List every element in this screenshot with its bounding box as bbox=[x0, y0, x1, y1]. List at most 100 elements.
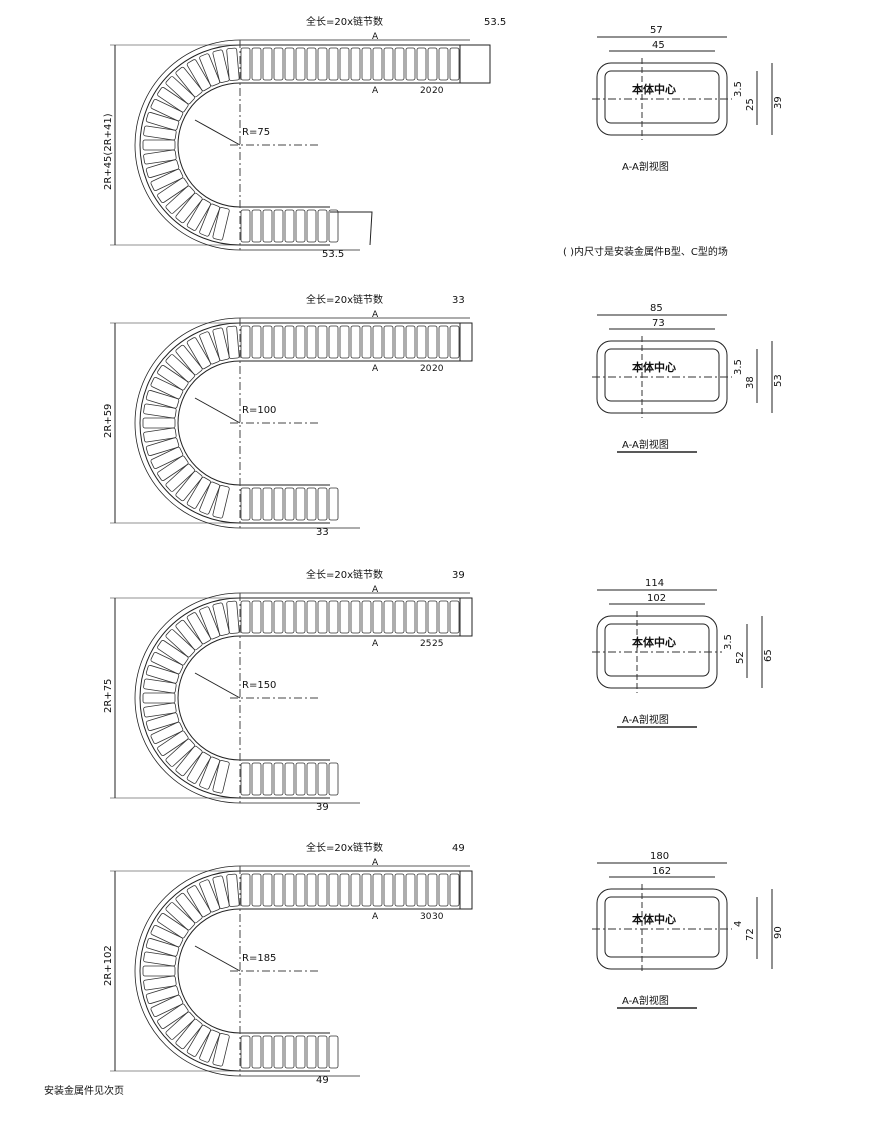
radius-label: R=75 bbox=[242, 127, 270, 138]
chain-link bbox=[262, 762, 273, 796]
chain-link bbox=[372, 600, 383, 634]
radius-label: R=100 bbox=[242, 405, 276, 416]
chain-link bbox=[199, 203, 221, 237]
chain-link bbox=[251, 873, 262, 907]
chain-link bbox=[383, 325, 394, 359]
end-dimension-top: 39 bbox=[452, 570, 465, 581]
chain-link bbox=[295, 209, 306, 243]
chain-link bbox=[150, 994, 184, 1018]
chain-link bbox=[165, 463, 196, 492]
chain-link bbox=[175, 192, 203, 224]
chain-link bbox=[251, 600, 262, 634]
chain-link bbox=[212, 49, 230, 83]
section-offset: 3.5 bbox=[723, 634, 734, 650]
pitch-label: 20 bbox=[432, 86, 444, 96]
chain-link bbox=[317, 873, 328, 907]
chain-link bbox=[175, 344, 203, 376]
chain-link bbox=[449, 873, 460, 907]
section-outer-width: 114 bbox=[645, 578, 664, 589]
section-outer-height: 39 bbox=[773, 96, 784, 109]
chain-link bbox=[143, 702, 177, 718]
chain-link bbox=[175, 1018, 203, 1050]
chain-link bbox=[186, 198, 211, 231]
chain-link bbox=[240, 600, 251, 634]
chain-link bbox=[143, 149, 177, 165]
chain-link bbox=[449, 600, 460, 634]
chain-link bbox=[295, 487, 306, 521]
end-dimension-bottom: 53.5 bbox=[322, 249, 344, 260]
chain-link bbox=[251, 325, 262, 359]
chain-link bbox=[339, 325, 350, 359]
chain-link bbox=[405, 873, 416, 907]
chain-link bbox=[143, 951, 177, 967]
chain-link bbox=[262, 487, 273, 521]
chain-link bbox=[427, 325, 438, 359]
chain-link bbox=[383, 873, 394, 907]
section-center-label: 本体中心 bbox=[632, 360, 676, 374]
chain-link bbox=[361, 873, 372, 907]
chain-link bbox=[273, 487, 284, 521]
pitch-label: 30 bbox=[420, 912, 432, 922]
chain-link bbox=[328, 600, 339, 634]
footer-note: 安装金属件见次页 bbox=[44, 1086, 124, 1097]
chain-link bbox=[143, 975, 177, 991]
section-outer-width: 180 bbox=[650, 851, 669, 862]
chain-band bbox=[139, 597, 460, 799]
section-center-label: 本体中心 bbox=[632, 635, 676, 649]
section-caption: A-A剖视图 bbox=[622, 160, 669, 173]
chain-link bbox=[142, 417, 176, 429]
total-length-label: 全长=20x链节数 bbox=[306, 15, 383, 28]
chain-link bbox=[416, 873, 427, 907]
chain-band bbox=[139, 870, 460, 1072]
chain-link bbox=[186, 612, 211, 645]
chain-link bbox=[157, 639, 189, 666]
chain-link bbox=[328, 487, 339, 521]
chain-link bbox=[165, 185, 196, 214]
chain-link bbox=[295, 47, 306, 81]
chain-link bbox=[416, 600, 427, 634]
chain-link bbox=[262, 600, 273, 634]
chain-link bbox=[405, 600, 416, 634]
pitch-label: 25 bbox=[420, 639, 431, 649]
chain-link bbox=[251, 762, 262, 796]
end-bracket-top bbox=[459, 597, 473, 637]
chain-outline bbox=[134, 39, 470, 251]
section-inner-profile bbox=[604, 896, 720, 958]
section-outer-height: 90 bbox=[773, 926, 784, 939]
chain-link bbox=[150, 651, 184, 675]
chain-link bbox=[150, 376, 184, 400]
section-inner-profile bbox=[604, 70, 720, 124]
chain-link bbox=[339, 873, 350, 907]
chain-link bbox=[251, 209, 262, 243]
chain-link bbox=[226, 325, 240, 359]
section-mark-a-top: A bbox=[372, 32, 379, 42]
chain-link bbox=[449, 325, 460, 359]
chain-link bbox=[186, 476, 211, 509]
section-center-label: 本体中心 bbox=[632, 912, 676, 926]
chain-outline bbox=[134, 865, 470, 1077]
chain-link bbox=[199, 331, 221, 365]
chain-band bbox=[139, 44, 460, 246]
chain-link bbox=[295, 325, 306, 359]
radius-leader bbox=[194, 945, 241, 972]
end-dimension-top: 53.5 bbox=[484, 17, 506, 28]
chain-link bbox=[157, 86, 189, 113]
chain-link bbox=[273, 873, 284, 907]
chain-link bbox=[142, 965, 176, 977]
chain-link bbox=[165, 1011, 196, 1040]
chain-link bbox=[306, 487, 317, 521]
chain-link bbox=[262, 873, 273, 907]
chain-link bbox=[186, 337, 211, 370]
chain-link bbox=[306, 325, 317, 359]
chain-link bbox=[145, 437, 180, 457]
section-outer-width: 85 bbox=[650, 303, 663, 314]
chain-link bbox=[157, 1003, 189, 1030]
chain-link bbox=[295, 1035, 306, 1069]
radius-leader bbox=[194, 397, 241, 424]
chain-link bbox=[262, 325, 273, 359]
end-dimension-bottom: 49 bbox=[316, 1075, 329, 1086]
section-inner-width: 102 bbox=[647, 593, 666, 604]
section-outer-width: 57 bbox=[650, 25, 663, 36]
chain-link bbox=[438, 873, 449, 907]
